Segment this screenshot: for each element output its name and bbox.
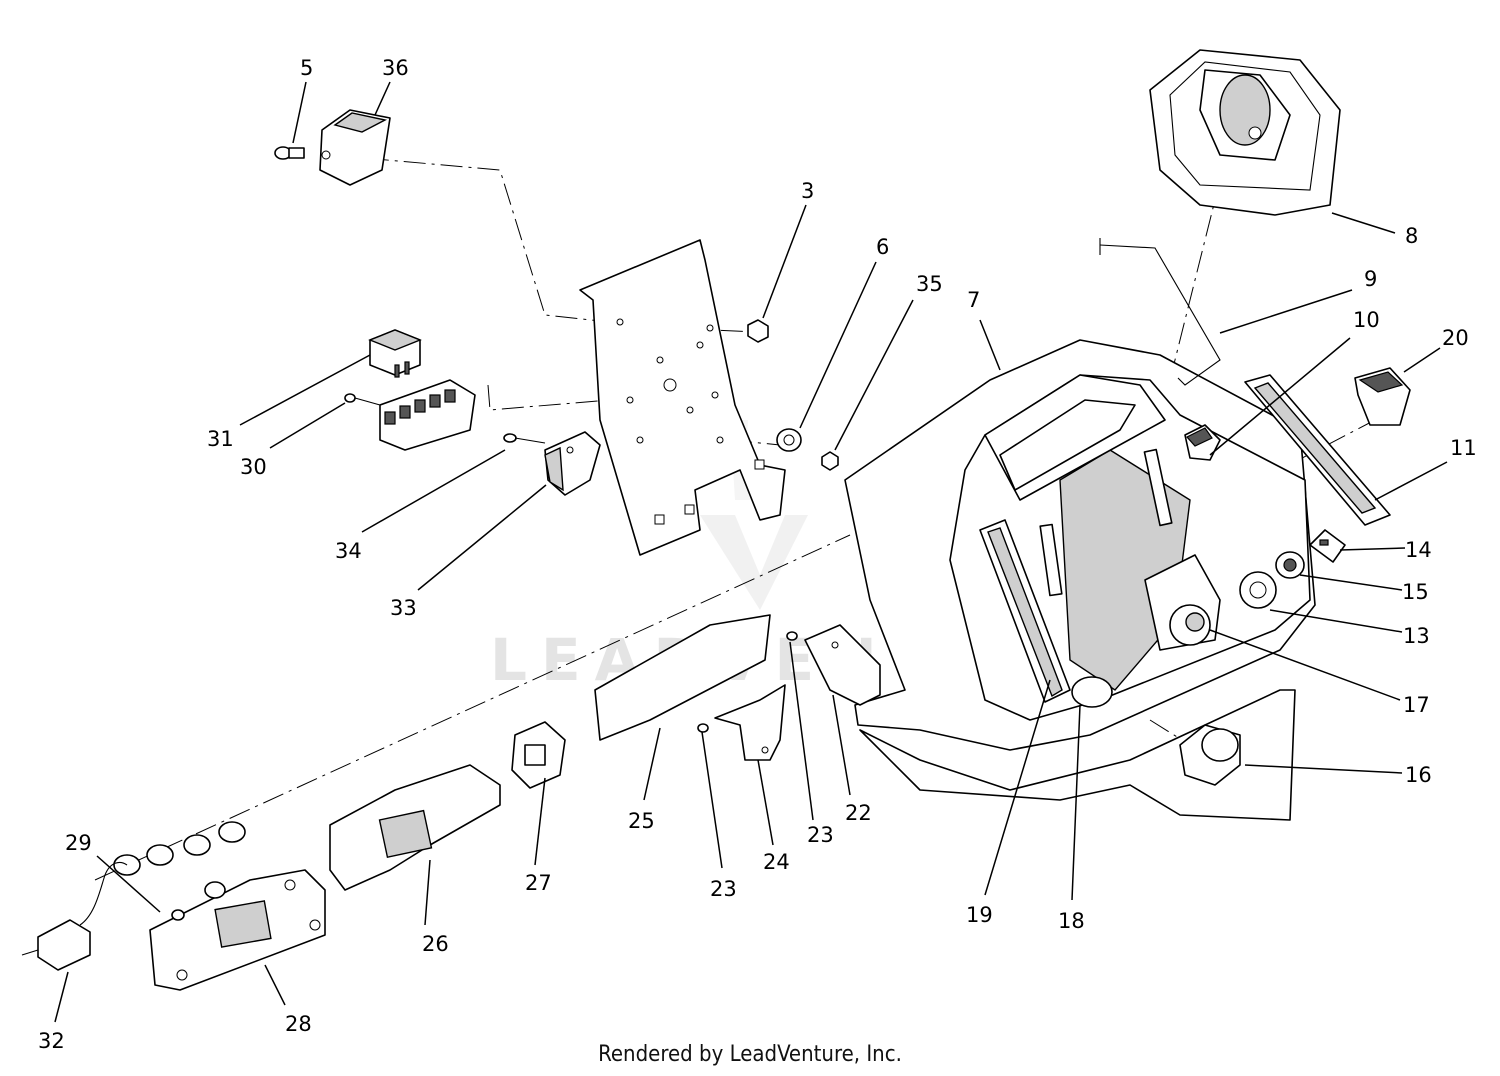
callout-33: 33 <box>390 596 417 620</box>
part-8-boot <box>1149 49 1341 216</box>
callout-34: 34 <box>335 539 362 563</box>
callout-labels: 5 36 3 6 35 7 8 9 10 20 11 14 15 13 17 1… <box>38 56 1477 1053</box>
callout-16: 16 <box>1405 763 1432 787</box>
callout-7: 7 <box>967 288 980 312</box>
callout-29: 29 <box>65 831 92 855</box>
callout-9: 9 <box>1364 267 1377 291</box>
part-31-relay <box>368 329 422 378</box>
part-24-bracket <box>697 684 786 761</box>
part-32-buzzer <box>21 861 128 971</box>
leader-lines <box>54 81 1448 1023</box>
part-14-key <box>1309 529 1346 563</box>
callout-23b: 23 <box>807 823 834 847</box>
callout-23a: 23 <box>710 877 737 901</box>
callout-22: 22 <box>845 801 872 825</box>
callout-13: 13 <box>1403 624 1430 648</box>
callout-27: 27 <box>525 871 552 895</box>
callout-36: 36 <box>382 56 409 80</box>
callout-28: 28 <box>285 1012 312 1036</box>
part-16-meter <box>1179 724 1241 786</box>
callout-24: 24 <box>763 850 790 874</box>
part-36-cover <box>319 109 391 186</box>
part-9-rod <box>1099 238 1221 386</box>
callout-14: 14 <box>1405 538 1432 562</box>
callout-20: 20 <box>1442 326 1469 350</box>
callout-3: 3 <box>801 179 814 203</box>
part-22-bracket <box>786 624 881 706</box>
part-20-switch <box>1354 367 1411 426</box>
part-28-instrument-panel <box>149 869 326 991</box>
callout-15: 15 <box>1402 580 1429 604</box>
part-30-fuse-block <box>344 379 476 451</box>
indicator-lamps <box>113 821 246 921</box>
callout-5: 5 <box>300 56 313 80</box>
part-35-nut <box>821 451 839 471</box>
callout-11: 11 <box>1450 436 1477 460</box>
callout-31: 31 <box>207 427 234 451</box>
part-25-panel <box>594 614 771 741</box>
callout-18: 18 <box>1058 909 1085 933</box>
callout-10: 10 <box>1353 308 1380 332</box>
part-3-nut <box>747 319 769 343</box>
part-33-bracket <box>503 431 601 496</box>
callout-30: 30 <box>240 455 267 479</box>
callout-17: 17 <box>1403 693 1430 717</box>
callout-32: 32 <box>38 1029 65 1053</box>
footer-credit: Rendered by LeadVenture, Inc. <box>598 1042 902 1067</box>
part-17-light <box>1169 604 1211 646</box>
part-26-trim <box>329 764 501 891</box>
callout-6: 6 <box>876 235 889 259</box>
part-13-plug <box>1239 571 1277 609</box>
callout-8: 8 <box>1405 224 1418 248</box>
bracket-plate <box>579 239 786 556</box>
part-5-screw <box>274 146 305 160</box>
callout-26: 26 <box>422 932 449 956</box>
callout-35: 35 <box>916 272 943 296</box>
part-19-trim-strip <box>979 519 1071 703</box>
part-11-decal <box>1244 374 1391 526</box>
callout-19: 19 <box>966 903 993 927</box>
part-6-grommet <box>776 428 802 452</box>
callout-25: 25 <box>628 809 655 833</box>
part-27-switch <box>511 721 566 789</box>
part-15-ignition <box>1275 551 1305 579</box>
